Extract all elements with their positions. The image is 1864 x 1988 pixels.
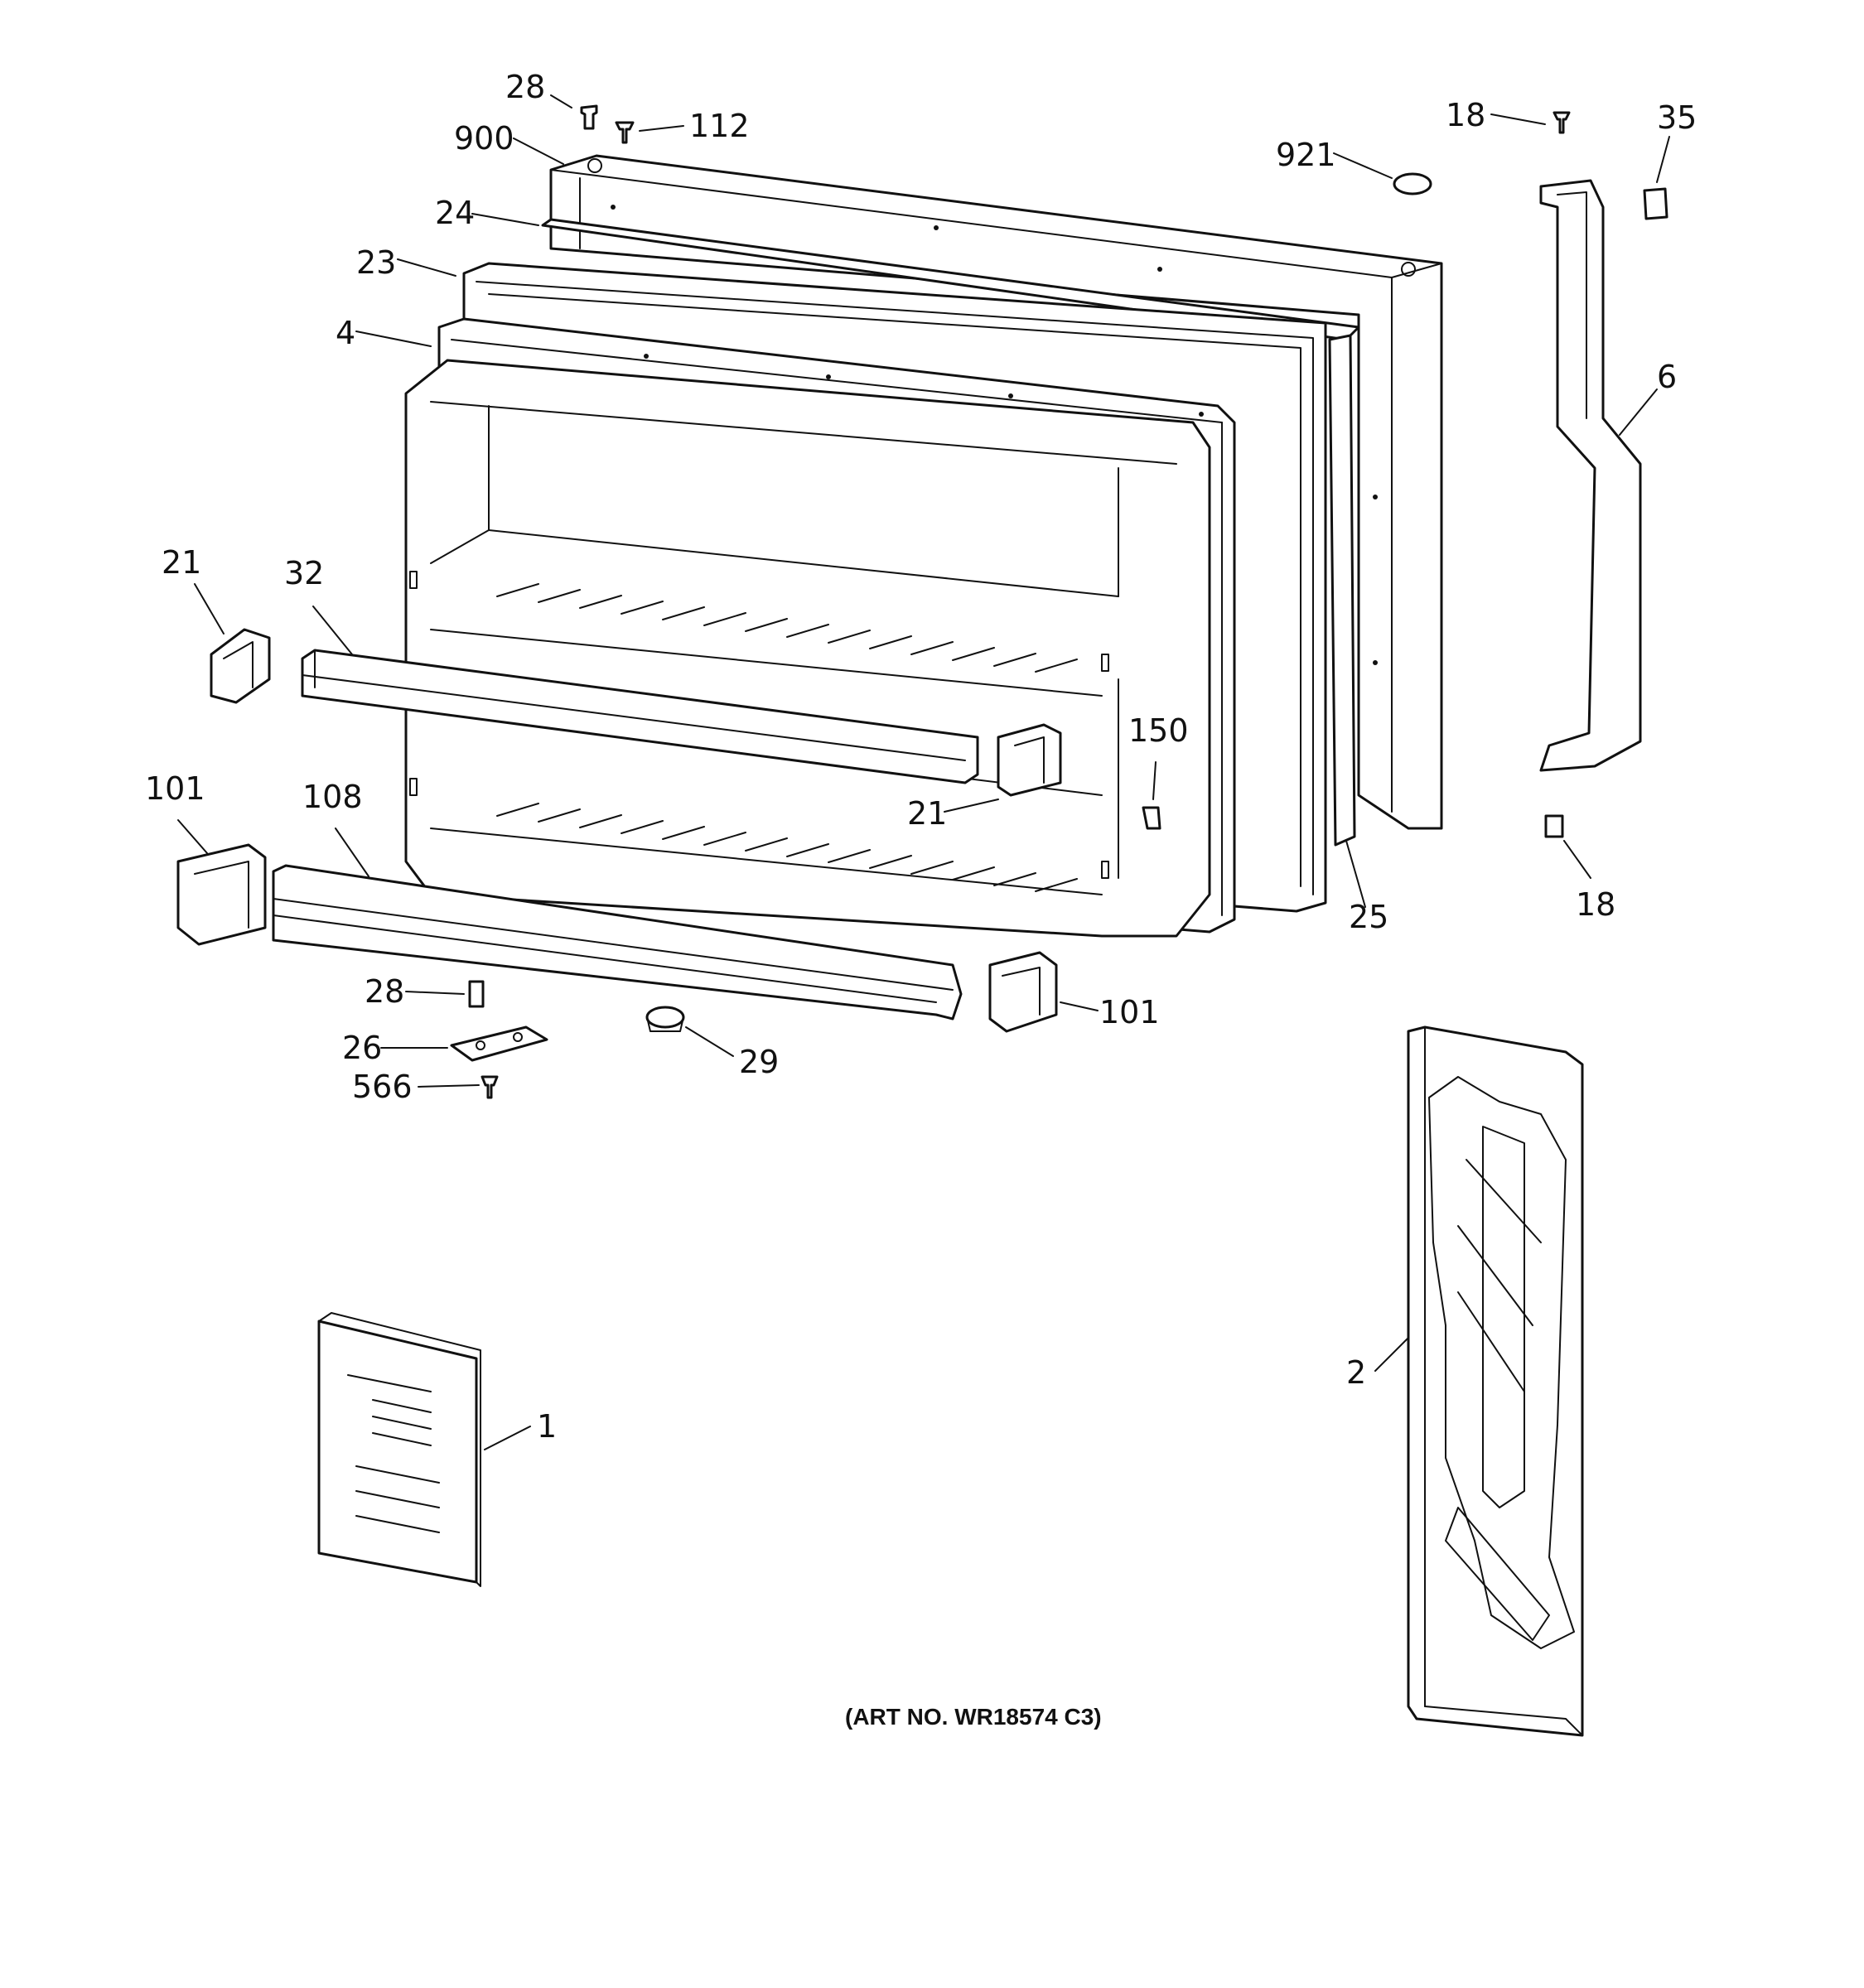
plate-26 <box>450 1025 548 1062</box>
callout-21: 21 <box>162 544 201 581</box>
shelf-bar <box>301 649 979 784</box>
screw-112 <box>615 121 635 144</box>
callout-35: 35 <box>1657 99 1697 136</box>
inner-door-liner <box>404 359 1211 938</box>
callout-101: 101 <box>1099 994 1160 1030</box>
callout-24: 24 <box>435 195 475 231</box>
callout-28: 28 <box>365 973 404 1010</box>
plug-921 <box>1393 172 1432 195</box>
callout-29: 29 <box>739 1044 779 1080</box>
owners-manual <box>317 1312 481 1587</box>
leader-lines <box>177 94 1670 1450</box>
callout-900: 900 <box>454 120 514 157</box>
door-handle <box>1539 179 1642 772</box>
screw-566 <box>480 1075 499 1099</box>
callout-566: 566 <box>352 1069 413 1105</box>
screw-28-top <box>580 104 598 130</box>
callout-26: 26 <box>342 1030 382 1066</box>
callout-18: 18 <box>1576 886 1615 923</box>
callout-23: 23 <box>356 244 396 281</box>
outer-door-panel <box>549 154 1443 830</box>
door-insulation-panel <box>1407 1025 1584 1737</box>
end-cap-left <box>176 843 267 946</box>
callout-101: 101 <box>145 770 205 807</box>
callout-labels: 28 112 900 24 23 4 921 18 35 6 21 32 150… <box>145 69 1697 1445</box>
callout-150: 150 <box>1128 712 1189 749</box>
callout-18: 18 <box>1446 97 1485 133</box>
shelf-bracket-left <box>210 628 271 704</box>
shelf-bracket-right <box>997 723 1062 797</box>
side-gasket-strip <box>1328 334 1356 847</box>
callout-21: 21 <box>907 795 947 832</box>
callout-4: 4 <box>336 315 355 351</box>
bottom-shelf-bar <box>272 864 963 1021</box>
screw-18-bottom <box>1544 814 1564 838</box>
pad-35 <box>1643 187 1668 220</box>
screw-150 <box>1142 806 1161 830</box>
callout-6: 6 <box>1657 359 1677 395</box>
callout-2: 2 <box>1346 1354 1366 1391</box>
callout-921: 921 <box>1276 137 1336 173</box>
callout-28: 28 <box>505 69 545 105</box>
door-top-strip <box>541 218 1360 341</box>
callout-1: 1 <box>537 1408 557 1445</box>
foot-29 <box>645 1006 685 1032</box>
callout-25: 25 <box>1349 899 1388 935</box>
end-cap-right <box>988 951 1058 1033</box>
callout-32: 32 <box>284 555 324 591</box>
art-number: (ART NO. WR18574 C3) <box>845 1704 1102 1730</box>
pin-28-bottom <box>468 980 485 1008</box>
screw-18-top <box>1553 111 1571 134</box>
callout-108: 108 <box>302 779 363 815</box>
callout-112: 112 <box>689 108 750 144</box>
